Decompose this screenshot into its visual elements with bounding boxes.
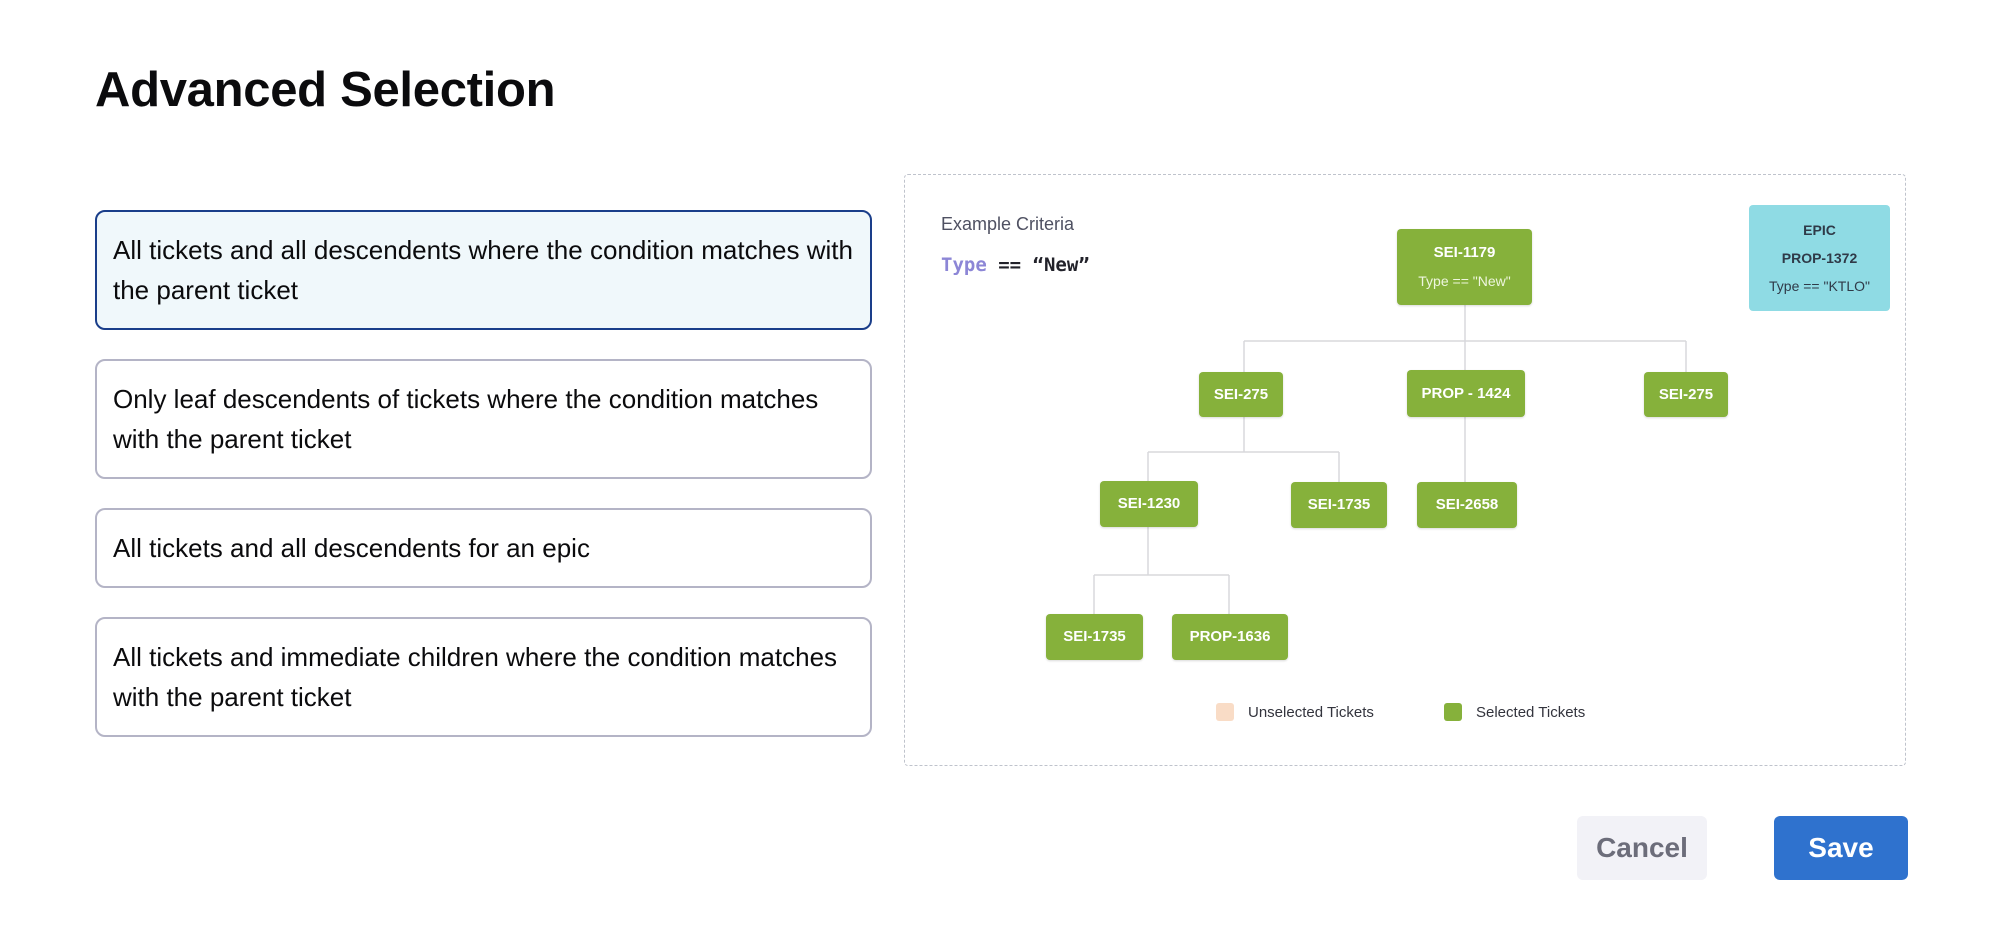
option-immediate-children[interactable]: All tickets and immediate children where…	[95, 617, 872, 737]
tree-node: SEI-1230	[1100, 481, 1198, 527]
root-id: SEI-1179	[1433, 244, 1496, 261]
legend-selected-label: Selected Tickets	[1476, 703, 1586, 721]
unselected-swatch	[1216, 703, 1234, 721]
option-epic-descendents[interactable]: All tickets and all descendents for an e…	[95, 508, 872, 588]
tree-node: PROP-1636	[1172, 614, 1288, 660]
epic-card: EPIC PROP-1372 Type == "KTLO"	[1749, 205, 1890, 311]
dialog-title: Advanced Selection	[95, 63, 556, 117]
legend-unselected: Unselected Tickets	[1216, 703, 1374, 721]
legend-selected: Selected Tickets	[1444, 703, 1585, 721]
tree-connectors	[1093, 305, 1687, 614]
criteria-code: Type == “New”	[941, 254, 1090, 276]
legend-unselected-label: Unselected Tickets	[1248, 703, 1374, 721]
tree-node: SEI-2658	[1417, 482, 1517, 528]
epic-id: PROP-1372	[1781, 250, 1858, 266]
selected-swatch	[1444, 703, 1462, 721]
root-condition: Type == "New"	[1418, 273, 1511, 289]
cancel-button[interactable]: Cancel	[1577, 816, 1707, 880]
tree-node: PROP - 1424	[1407, 370, 1525, 417]
tree-node: SEI-1735	[1046, 614, 1143, 660]
criteria-expression: == “New”	[986, 254, 1090, 276]
criteria-label: Example Criteria	[941, 214, 1075, 234]
option-leaf-descendents[interactable]: Only leaf descendents of tickets where t…	[95, 359, 872, 479]
criteria-keyword: Type	[941, 254, 987, 276]
tree-node: SEI-1735	[1291, 482, 1387, 528]
epic-tag: EPIC	[1803, 222, 1836, 238]
tree-node: SEI-275	[1644, 372, 1728, 417]
tree-node-root: SEI-1179 Type == "New"	[1397, 229, 1532, 305]
option-all-descendents-condition[interactable]: All tickets and all descendents where th…	[95, 210, 872, 330]
save-button[interactable]: Save	[1774, 816, 1908, 880]
example-preview: Example Criteria Type == “New” SEI-1179 …	[904, 174, 1906, 766]
tree-node: SEI-275	[1199, 372, 1283, 417]
epic-condition: Type == "KTLO"	[1769, 278, 1870, 294]
